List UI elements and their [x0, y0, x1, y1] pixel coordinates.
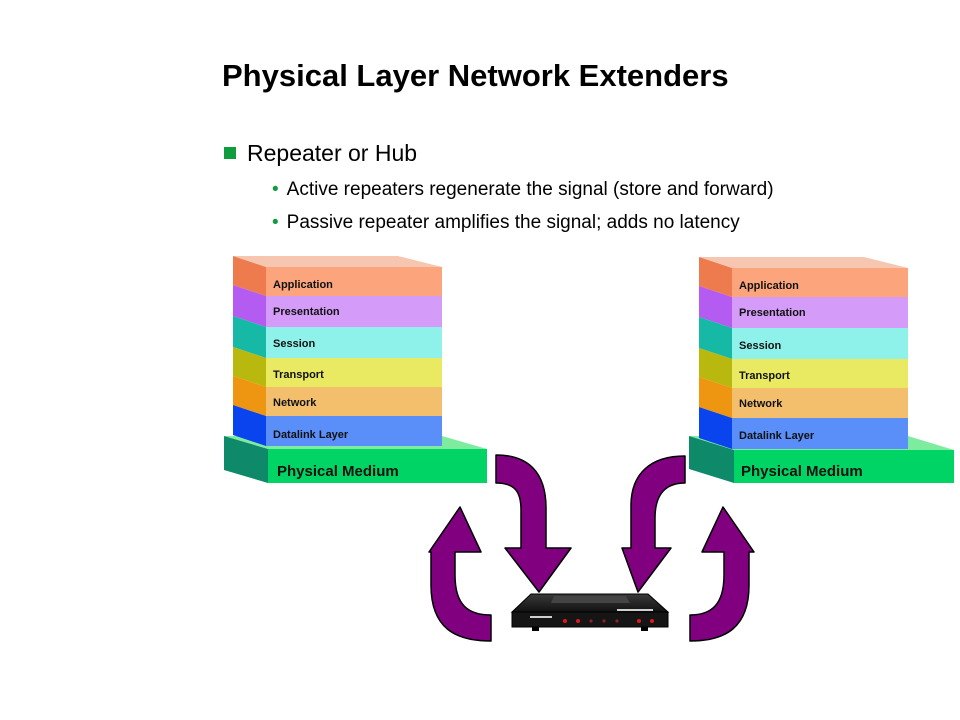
layer-transport-left: Transport	[233, 347, 442, 387]
osi-stack-left: Physical Medium Application Presentation…	[224, 256, 487, 483]
layer-transport-right: Transport	[699, 348, 908, 388]
layer-side	[699, 257, 732, 297]
layer-label: Application	[273, 279, 333, 291]
layer-label: Datalink Layer	[273, 429, 349, 441]
medium-front-face	[734, 450, 954, 483]
layer-front	[732, 297, 908, 328]
medium-front-face	[268, 449, 487, 483]
layer-label: Network	[739, 398, 783, 410]
layer-side	[233, 316, 266, 358]
layer-label: Application	[739, 280, 799, 292]
layer-label: Session	[739, 340, 781, 352]
layer-network-left: Network	[233, 376, 442, 416]
layer-network-right: Network	[699, 377, 908, 418]
layer-front	[732, 359, 908, 388]
layer-label: Presentation	[273, 306, 340, 318]
layer-front	[266, 327, 442, 358]
hub-device-icon	[510, 593, 670, 631]
layer-side	[699, 348, 732, 388]
osi-stack-right: Physical Medium Application Presentation…	[689, 257, 954, 483]
layer-side	[699, 286, 732, 328]
medium-label: Physical Medium	[741, 463, 863, 480]
medium-label: Physical Medium	[277, 463, 399, 480]
layer-side	[233, 256, 266, 296]
layer-label: Transport	[739, 370, 790, 382]
layer-front	[266, 387, 442, 416]
stack-top-face	[233, 256, 442, 267]
layer-label: Datalink Layer	[739, 430, 815, 442]
layer-label: Network	[273, 397, 317, 409]
layer-application-left: Application	[233, 256, 442, 296]
sub-bullet-text: Passive repeater amplifies the signal; a…	[286, 212, 740, 233]
layer-datalink-right: Datalink Layer	[699, 407, 908, 449]
layer-front	[266, 358, 442, 387]
layer-label: Transport	[273, 369, 324, 381]
sub-bullet-text: Active repeaters regenerate the signal (…	[286, 179, 774, 200]
arrow-up-right-icon	[689, 506, 755, 642]
layer-label: Session	[273, 338, 315, 350]
page-title: Physical Layer Network Extenders	[222, 58, 729, 93]
arrow-down-left-icon	[495, 454, 572, 593]
layer-front	[732, 418, 908, 449]
sub-bullet-passive: • Passive repeater amplifies the signal; …	[272, 212, 740, 234]
layer-front	[266, 296, 442, 327]
layer-presentation-left: Presentation	[233, 285, 442, 327]
stack-top-face	[699, 257, 908, 268]
sub-bullet-active: • Active repeaters regenerate the signal …	[272, 179, 774, 201]
bullet-repeater-hub: Repeater or Hub	[224, 140, 417, 167]
layer-datalink-left: Datalink Layer	[233, 405, 442, 446]
layer-application-right: Application	[699, 257, 908, 297]
medium-side-face	[689, 436, 734, 483]
square-bullet-icon	[224, 146, 236, 159]
layer-front	[266, 267, 442, 296]
layer-side	[233, 405, 266, 446]
layer-side	[233, 347, 266, 387]
medium-side-face	[224, 436, 268, 483]
layer-side	[699, 377, 732, 418]
layer-side	[699, 407, 732, 449]
layer-side	[699, 317, 732, 359]
layer-session-right: Session	[699, 317, 908, 359]
layer-label: Presentation	[739, 307, 806, 319]
bullet-main-text: Repeater or Hub	[247, 140, 418, 166]
layer-session-left: Session	[233, 316, 442, 358]
layer-presentation-right: Presentation	[699, 286, 908, 328]
layer-front	[732, 328, 908, 359]
layer-front	[732, 388, 908, 418]
dot-bullet-icon: •	[272, 179, 279, 200]
arrow-down-right-icon	[621, 455, 686, 593]
arrow-up-left-icon	[428, 506, 492, 642]
layer-front	[732, 268, 908, 297]
layer-front	[266, 416, 442, 446]
dot-bullet-icon: •	[272, 212, 279, 233]
layer-side	[233, 376, 266, 416]
layer-side	[233, 285, 266, 327]
